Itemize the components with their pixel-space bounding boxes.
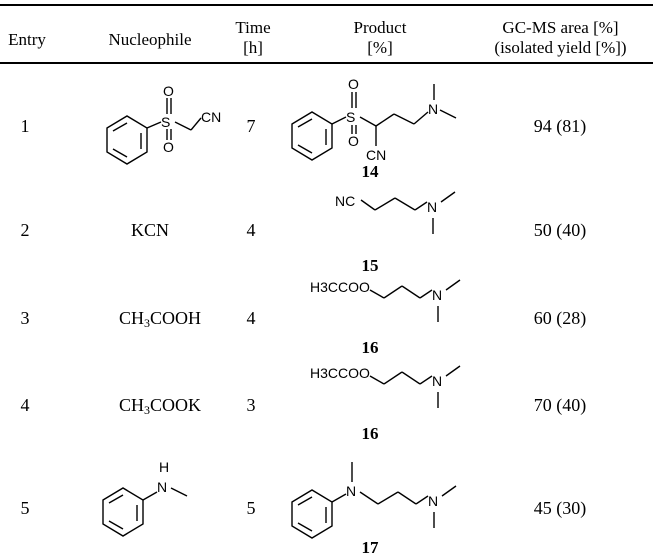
row2-product-structure: NC N: [335, 191, 456, 234]
nitrogen-label: N: [427, 199, 437, 215]
header-rule: [0, 62, 653, 64]
row4-product-structure: H3CCOO N: [310, 365, 461, 408]
cyano-label: CN: [201, 109, 221, 125]
row5-yield: 45 (30): [533, 498, 587, 518]
row4-entry: 4: [20, 395, 30, 415]
header-time-line2: [h]: [243, 38, 263, 57]
row3-nucleophile: CH3COOH: [100, 308, 220, 333]
nitrogen-label: N: [428, 493, 438, 509]
aryl-nitrogen-label: N: [346, 483, 356, 499]
row3-nucleophile-tail: COOH: [150, 308, 202, 328]
row4-nucleophile-tail: COOK: [150, 395, 202, 415]
header-gcms-line1: GC-MS area [%]: [502, 18, 619, 37]
oxygen-label-bottom: O: [348, 133, 359, 149]
row5-product-structure: N N: [291, 462, 457, 539]
row3-product-structure: H3CCOO N: [310, 279, 461, 322]
row2-entry: 2: [20, 220, 30, 240]
row1-entry: 1: [20, 116, 30, 136]
row1-nucleophile-structure: S O O CN: [106, 83, 221, 165]
row2-compound-number: 15: [361, 256, 379, 275]
row4-nucleophile-sub: 3: [144, 403, 150, 417]
row3-yield: 60 (28): [533, 308, 587, 328]
cyano-label: CN: [366, 147, 386, 163]
row2-nucleophile: KCN: [130, 220, 169, 240]
row4-nucleophile-main: CH: [118, 395, 144, 415]
header-time: Time [h]: [228, 18, 278, 58]
oxygen-label-top: O: [348, 76, 359, 92]
row4-yield: 70 (40): [533, 395, 587, 415]
row1-compound-number: 14: [361, 162, 379, 181]
row5-time: 5: [246, 498, 256, 518]
row3-entry: 3: [20, 308, 30, 328]
header-entry: Entry: [8, 30, 46, 49]
row3-nucleophile-main: CH: [118, 308, 144, 328]
acetate-label: H3CCOO: [310, 279, 370, 295]
sulfur-label: S: [161, 114, 170, 130]
oxygen-label-bottom: O: [163, 139, 174, 155]
header-gcms-line2: (isolated yield [%]): [494, 38, 627, 57]
sulfur-label: S: [346, 109, 355, 125]
header-product: Product [%]: [320, 18, 440, 58]
oxygen-label-top: O: [163, 83, 174, 99]
row5-compound-number: 17: [361, 538, 379, 557]
nitrile-label: NC: [335, 193, 355, 209]
row3-compound-number: 16: [361, 338, 379, 357]
header-product-line2: [%]: [367, 38, 393, 57]
row5-nucleophile-structure: N H: [102, 459, 188, 537]
row3-time: 4: [246, 308, 256, 328]
amine-nitrogen-label: N: [157, 479, 167, 495]
row1-product-structure: S O O CN N: [291, 76, 457, 163]
nitrogen-label: N: [432, 287, 442, 303]
row1-time: 7: [246, 116, 256, 136]
header-nucleophile: Nucleophile: [108, 30, 192, 49]
top-rule: [0, 4, 653, 6]
acetate-label: H3CCOO: [310, 365, 370, 381]
header-product-line1: Product: [353, 18, 407, 37]
row1-yield: 94 (81): [533, 116, 587, 136]
row4-compound-number: 16: [361, 424, 379, 443]
row2-time: 4: [246, 220, 256, 240]
header-time-line1: Time: [235, 18, 271, 37]
row2-yield: 50 (40): [533, 220, 587, 240]
nitrogen-label: N: [432, 373, 442, 389]
row4-time: 3: [246, 395, 256, 415]
amine-hydrogen-label: H: [159, 459, 169, 475]
row4-nucleophile: CH3COOK: [100, 395, 220, 420]
row3-nucleophile-sub: 3: [144, 316, 150, 330]
nitrogen-label: N: [428, 101, 438, 117]
header-gcms: GC-MS area [%] (isolated yield [%]): [468, 18, 653, 58]
row5-entry: 5: [20, 498, 30, 518]
